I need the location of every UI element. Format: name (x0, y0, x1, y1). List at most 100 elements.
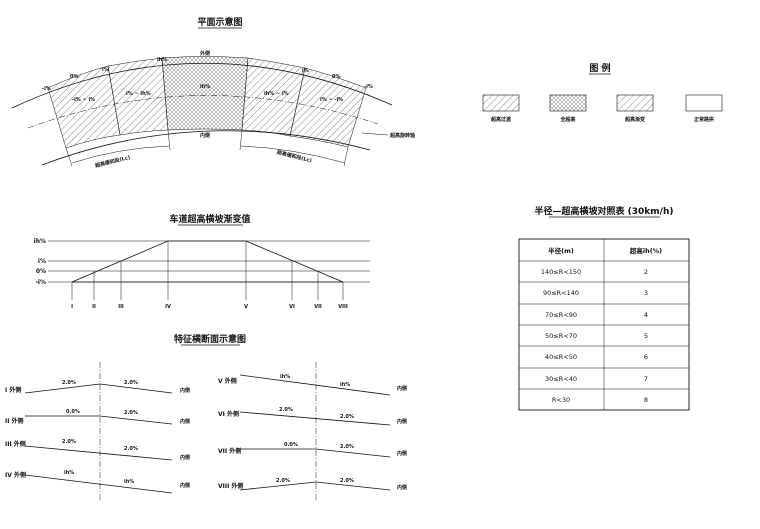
section-4: IV 外侧 ih% ih% 内侧 (5, 470, 190, 494)
cross-sections: 特征横断面示意图 I 外侧 2.0% 2.0% 内侧 II 外侧 0.0% 2.… (5, 333, 407, 500)
profile-diagram: 车道超高横坡渐变值 ih% i% 0% -i% I II III IV V VI… (34, 213, 370, 310)
section-2-inner: 内侧 (180, 418, 190, 425)
table-cell: 50≤R<70 (545, 332, 577, 340)
x-label-7: VII (314, 304, 322, 310)
plan-title: 平面示意图 (197, 16, 242, 28)
legend-label-4: 正常路拱 (694, 116, 714, 123)
table-cell: 40≤R<50 (545, 353, 577, 361)
table-cell: R<30 (552, 396, 570, 404)
table-cell: 7 (644, 375, 648, 383)
y-label-ih: ih% (34, 238, 46, 245)
legend-swatch-gradual (616, 94, 654, 112)
section-5-name: V 外侧 (218, 377, 237, 385)
section-1: I 外侧 2.0% 2.0% 内侧 (5, 380, 190, 394)
section-6-right-slope: 2.0% (340, 414, 354, 420)
profile-title: 车道超高横坡渐变值 (169, 213, 250, 225)
table-cell: 8 (644, 396, 648, 404)
x-label-3: III (118, 304, 124, 310)
section-8-right-slope: 2.0% (340, 478, 354, 484)
legend-swatch-full (549, 94, 587, 112)
table-cell: 70≤R<90 (545, 311, 577, 319)
section-4-name: IV 外侧 (5, 471, 26, 479)
centerline (27, 95, 379, 129)
legend-swatch-transition (482, 94, 520, 112)
section-5-inner: 内侧 (397, 385, 407, 392)
top-label-4: ih% (157, 57, 167, 63)
section-1-right-slope: 2.0% (124, 380, 138, 386)
plan-view: 平面示意图 超高缓和段(Lc) 超高缓和段(Lc) 外侧 内侧 超高旋转轴 -i… (11, 16, 415, 170)
section-7-left-slope: 0.0% (284, 442, 298, 448)
sections-title: 特征横断面示意图 (174, 333, 246, 345)
mid-label-3: ih% (200, 84, 210, 90)
section-2: II 外侧 0.0% 2.0% 内侧 (5, 409, 190, 425)
mid-label-1: -i% ~ i% (72, 97, 95, 103)
table-cell: 4 (644, 311, 648, 319)
radius-table: 半径—超高横坡对照表 (30km/h) 半径(m) 超高ih(%) 140≤R<… (518, 205, 690, 411)
section-8-name: VIII 外侧 (218, 482, 243, 490)
section-3-left-slope: 2.0% (62, 439, 76, 445)
section-3-right-slope: 2.0% (124, 446, 138, 452)
inner-edge (41, 130, 371, 166)
section-7-inner: 内侧 (397, 450, 407, 457)
x-label-5: V (244, 304, 248, 310)
section-1-name: I 外侧 (5, 386, 21, 394)
table-header-radius: 半径(m) (548, 246, 574, 255)
y-label-i: i% (38, 258, 46, 265)
x-label-2: II (92, 304, 96, 310)
table-cell: 140≤R<150 (541, 268, 581, 276)
axis-label: 超高旋转轴 (389, 132, 415, 139)
section-3-inner: 内侧 (180, 454, 190, 461)
mid-label-4: ih% ~ i% (264, 91, 289, 97)
x-label-8: VIII (338, 304, 348, 310)
x-label-6: VI (289, 304, 295, 310)
legend-title: 图 例 (589, 62, 610, 74)
section-5-left-slope: ih% (280, 374, 290, 380)
top-label-6: 0% (332, 74, 341, 80)
section-4-left-slope: ih% (64, 470, 74, 476)
legend-label-3: 超高渐变 (624, 116, 645, 123)
section-2-right-slope: 2.0% (124, 410, 138, 416)
x-label-1: I (71, 304, 73, 310)
y-label-neg-i: -i% (35, 279, 46, 286)
section-8: VIII 外侧 2.0% 2.0% 内侧 (218, 478, 407, 491)
section-7-right-slope: 2.0% (340, 444, 354, 450)
band-transition-left (47, 65, 121, 149)
section-3: III 外侧 2.0% 2.0% 内侧 (5, 439, 190, 461)
table-cell: 3 (644, 289, 648, 297)
section-8-inner: 内侧 (397, 484, 407, 491)
y-label-0: 0% (36, 268, 46, 275)
legend: 图 例 超高过渡 全超高 超高渐变 正常路拱 (482, 62, 723, 123)
mid-label-2: i% ~ ih% (126, 91, 151, 97)
table-header-ih: 超高ih(%) (629, 246, 662, 255)
section-3-name: III 外侧 (5, 440, 26, 448)
section-6-left-slope: 2.0% (279, 407, 293, 413)
table-cell: 90≤R<140 (543, 289, 579, 297)
table-cell: 30≤R<40 (545, 375, 577, 383)
superelevation-line (71, 240, 344, 283)
table-title: 半径—超高横坡对照表 (30km/h) (535, 205, 674, 217)
table-cell: 6 (644, 353, 648, 361)
lc-left-label: 超高缓和段(Lc) (93, 154, 130, 170)
section-4-right-slope: ih% (124, 479, 134, 485)
section-2-left-slope: 0.0% (66, 409, 80, 415)
inner-label: 内侧 (200, 132, 210, 139)
section-4-inner: 内侧 (180, 482, 190, 489)
band-full-super (161, 56, 249, 131)
top-label-7: -i% (364, 84, 373, 90)
section-6-inner: 内侧 (397, 418, 407, 425)
section-6-name: VI 外侧 (218, 410, 239, 418)
section-7: VII 外侧 0.0% 2.0% 内侧 (218, 442, 407, 458)
section-6: VI 外侧 2.0% 2.0% 内侧 (218, 407, 407, 426)
x-label-4: IV (165, 304, 171, 310)
top-label-1: -i% (42, 86, 51, 92)
table-cell: 5 (644, 332, 648, 340)
top-label-5: i% (302, 68, 309, 74)
table-cell: 2 (644, 268, 648, 276)
outer-label: 外侧 (200, 50, 210, 57)
outer-edge (11, 62, 393, 109)
top-label-2: 0% (70, 74, 79, 80)
legend-swatch-normal (685, 94, 723, 112)
legend-label-2: 全超高 (559, 116, 575, 123)
section-8-left-slope: 2.0% (276, 478, 290, 484)
